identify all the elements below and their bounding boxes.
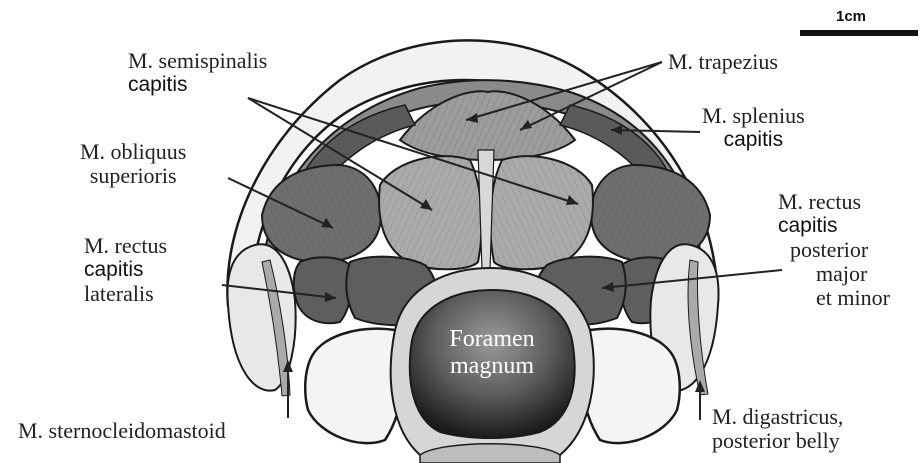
scale-bar — [800, 30, 918, 36]
label-semispinalis-line2: capitis — [128, 73, 267, 97]
label-rectus-lateralis-line3: lateralis — [84, 282, 167, 306]
label-rectus-major-line2: capitis — [778, 214, 890, 238]
label-rectus-major-line4: major — [816, 262, 890, 286]
label-semispinalis-line1: M. semispinalis — [128, 49, 267, 73]
label-sternocleidomastoid-line1: M. sternocleidomastoid — [18, 419, 226, 443]
label-rectus-major-line5: et minor — [816, 286, 890, 310]
label-rectus-lateralis: M. rectus capitis lateralis — [84, 234, 167, 306]
foramen-label-line2: magnum — [412, 353, 572, 380]
label-splenius: M. splenius capitis — [702, 104, 805, 152]
condyle-right — [581, 329, 680, 443]
label-rectus-lateralis-line1: M. rectus — [84, 234, 167, 258]
label-rectus-major: M. rectus capitis posterior major et min… — [778, 190, 890, 310]
label-rectus-lateralis-line2: capitis — [84, 258, 167, 282]
label-rectus-major-line1: M. rectus — [778, 190, 890, 214]
label-sternocleidomastoid: M. sternocleidomastoid — [18, 419, 226, 443]
label-rectus-major-line3: posterior — [790, 238, 890, 262]
label-splenius-line1: M. splenius — [702, 104, 805, 128]
label-obliquus-line2: superioris — [80, 164, 186, 188]
label-digastricus-line2: posterior belly — [712, 429, 843, 453]
label-digastricus-line1: M. digastricus, — [712, 405, 843, 429]
label-trapezius-line1: M. trapezius — [668, 50, 778, 74]
foramen-label-line1: Foramen — [412, 326, 572, 353]
label-splenius-line2: capitis — [702, 128, 805, 152]
label-obliquus-line1: M. obliquus — [80, 140, 186, 164]
rectus-posterior-left-outer — [294, 257, 352, 323]
condyle-left — [305, 329, 404, 443]
label-semispinalis: M. semispinalis capitis — [128, 49, 267, 97]
label-trapezius: M. trapezius — [668, 50, 778, 74]
label-obliquus: M. obliquus superioris — [80, 140, 186, 188]
label-digastricus: M. digastricus, posterior belly — [712, 405, 843, 453]
scale-label: 1cm — [836, 8, 866, 25]
foramen-label: Foramen magnum — [412, 326, 572, 380]
